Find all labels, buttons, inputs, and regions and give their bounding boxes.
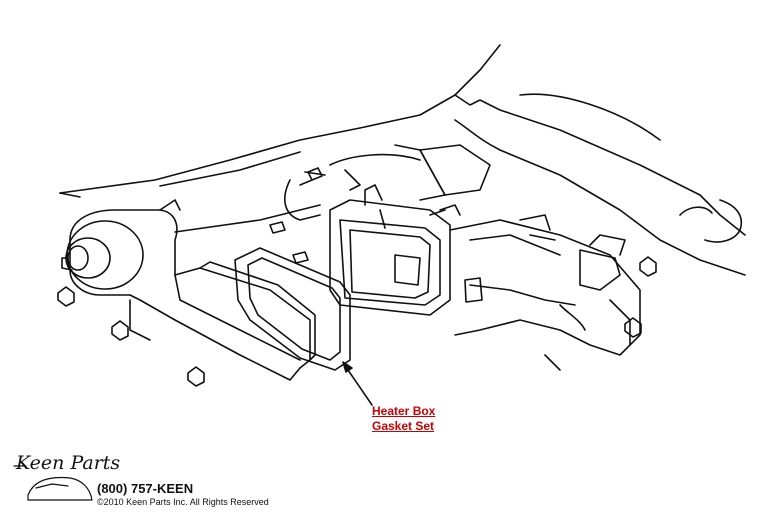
gasket [234,247,351,371]
firewall-housing [329,184,641,371]
dash-outline [59,44,746,276]
keen-parts-logo: Keen Parts [16,452,121,474]
copyright-text: ©2010 Keen Parts Inc. All Rights Reserve… [97,497,269,507]
part-label-line1: Heater Box [372,404,436,418]
heater-box-gasket-set-link[interactable]: Heater Box Gasket Set [372,404,435,434]
car-logo-icon [13,465,93,501]
phone-number: (800) 757-KEEN [97,481,194,496]
part-label-line2: Gasket Set [372,419,435,433]
arrow-icon [342,361,373,406]
heater-box [61,199,316,381]
nuts [57,167,657,387]
